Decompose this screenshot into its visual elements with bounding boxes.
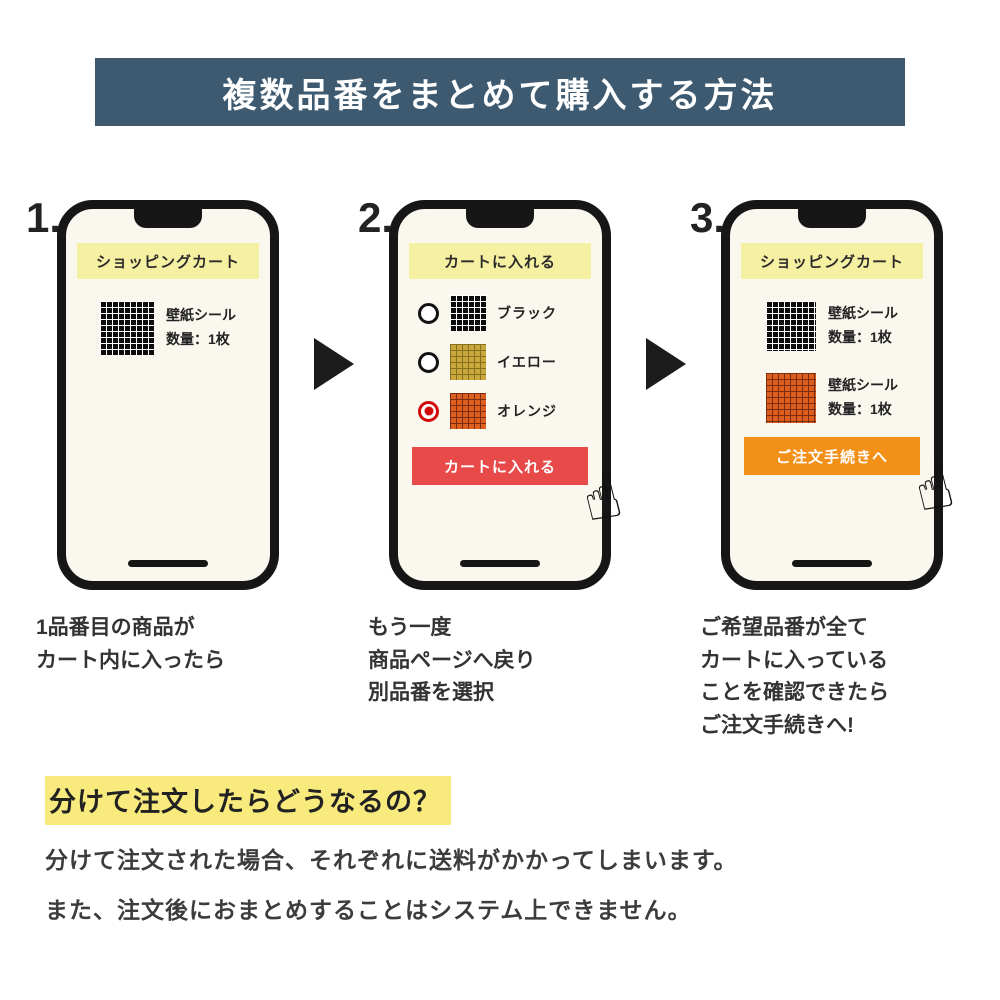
add-to-cart-title-bar: カートに入れる bbox=[409, 243, 591, 279]
orange-grid-swatch bbox=[766, 373, 816, 423]
product-name: 壁紙シール bbox=[166, 307, 236, 324]
footer-heading: 分けて注文したらどうなるの？ bbox=[45, 776, 451, 826]
checkout-button[interactable]: ご注文手続きへ ☝ bbox=[744, 437, 962, 528]
phone-mockup-1: ショッピングカート 壁紙シール 数量：1枚 bbox=[57, 200, 279, 590]
cart-title-bar: ショッピングカート bbox=[741, 243, 923, 279]
radio-yellow[interactable] bbox=[418, 351, 439, 373]
cart-item-text: 壁紙シール 数量：1枚 bbox=[166, 304, 236, 352]
step-1: 1. ショッピングカート 壁紙シール 数量：1枚 1品番目の商品が カート内に入… bbox=[22, 190, 314, 677]
arrow-right-icon bbox=[314, 338, 354, 390]
add-to-cart-button-label: カートに入れる bbox=[443, 458, 556, 476]
phone-2-screen: カートに入れる ブラック イエロー bbox=[398, 209, 630, 581]
black-grid-swatch bbox=[100, 301, 154, 355]
option-black: ブラック bbox=[418, 295, 602, 331]
product-name: 壁紙シール bbox=[828, 377, 898, 394]
phone-mockup-3: ショッピングカート 壁紙シール 数量：1枚 壁紙シール 数量：1枚 bbox=[721, 200, 962, 590]
arrow-right-icon bbox=[646, 338, 686, 390]
checkout-button-label: ご注文手続きへ bbox=[775, 448, 888, 466]
step-2: 2. カートに入れる ブラック イエロー bbox=[354, 190, 646, 710]
phone-home-indicator bbox=[460, 560, 540, 567]
phone-3-screen: ショッピングカート 壁紙シール 数量：1枚 壁紙シール 数量：1枚 bbox=[730, 209, 962, 581]
footer-line-1: 分けて注文された場合、それぞれに送料がかかってしまいます。 bbox=[45, 847, 738, 874]
cart-item: 壁紙シール 数量：1枚 bbox=[66, 301, 270, 355]
footer-note: 分けて注文したらどうなるの？ 分けて注文された場合、それぞれに送料がかかってしま… bbox=[0, 776, 1000, 925]
step-2-number: 2. bbox=[358, 194, 394, 241]
step-3-caption: ご希望品番が全て カートに入っている ことを確認できたら ご注文手続きへ! bbox=[700, 616, 889, 737]
hand-cursor-icon: ☝ bbox=[574, 457, 631, 538]
option-orange: オレンジ bbox=[418, 393, 602, 429]
page-title: 複数品番をまとめて購入する方法 bbox=[95, 58, 905, 126]
option-yellow: イエロー bbox=[418, 344, 602, 380]
option-label-yellow: イエロー bbox=[497, 354, 557, 370]
phone-notch bbox=[134, 208, 202, 228]
option-label-black: ブラック bbox=[497, 305, 557, 321]
add-to-cart-button[interactable]: カートに入れる ☝ bbox=[412, 447, 630, 538]
product-name: 壁紙シール bbox=[828, 305, 898, 322]
step-3: 3. ショッピングカート 壁紙シール 数量：1枚 bbox=[686, 190, 978, 742]
radio-orange-selected[interactable] bbox=[418, 400, 439, 422]
cart-item: 壁紙シール 数量：1枚 bbox=[730, 301, 934, 351]
cart-title-bar: ショッピングカート bbox=[77, 243, 259, 279]
option-label-orange: オレンジ bbox=[497, 403, 557, 419]
phone-home-indicator bbox=[792, 560, 872, 567]
black-grid-swatch bbox=[766, 301, 816, 351]
product-qty: 数量：1枚 bbox=[828, 401, 892, 417]
radio-black[interactable] bbox=[418, 302, 439, 324]
footer-line-2: また、注文後におまとめすることはシステム上できません。 bbox=[45, 897, 692, 924]
step-2-caption: もう一度 商品ページへ戻り 別品番を選択 bbox=[368, 616, 536, 705]
black-grid-swatch bbox=[450, 295, 486, 331]
step-1-caption: 1品番目の商品が カート内に入ったら bbox=[36, 616, 225, 672]
cart-item-text: 壁紙シール 数量：1枚 bbox=[828, 302, 898, 350]
step-3-number: 3. bbox=[690, 194, 726, 241]
product-qty: 数量：1枚 bbox=[166, 331, 230, 347]
steps-row: 1. ショッピングカート 壁紙シール 数量：1枚 1品番目の商品が カート内に入… bbox=[0, 190, 1000, 742]
orange-grid-swatch bbox=[450, 393, 486, 429]
step-1-number: 1. bbox=[26, 194, 62, 241]
color-options: ブラック イエロー オレンジ bbox=[398, 295, 602, 429]
phone-home-indicator bbox=[128, 560, 208, 567]
phone-1-screen: ショッピングカート 壁紙シール 数量：1枚 bbox=[66, 209, 270, 581]
cart-item-text: 壁紙シール 数量：1枚 bbox=[828, 374, 898, 422]
cart-item: 壁紙シール 数量：1枚 bbox=[730, 373, 934, 423]
yellow-grid-swatch bbox=[450, 344, 486, 380]
hand-cursor-icon: ☝ bbox=[906, 447, 963, 528]
phone-mockup-2: カートに入れる ブラック イエロー bbox=[389, 200, 630, 590]
phone-notch bbox=[466, 208, 534, 228]
phone-notch bbox=[798, 208, 866, 228]
product-qty: 数量：1枚 bbox=[828, 329, 892, 345]
